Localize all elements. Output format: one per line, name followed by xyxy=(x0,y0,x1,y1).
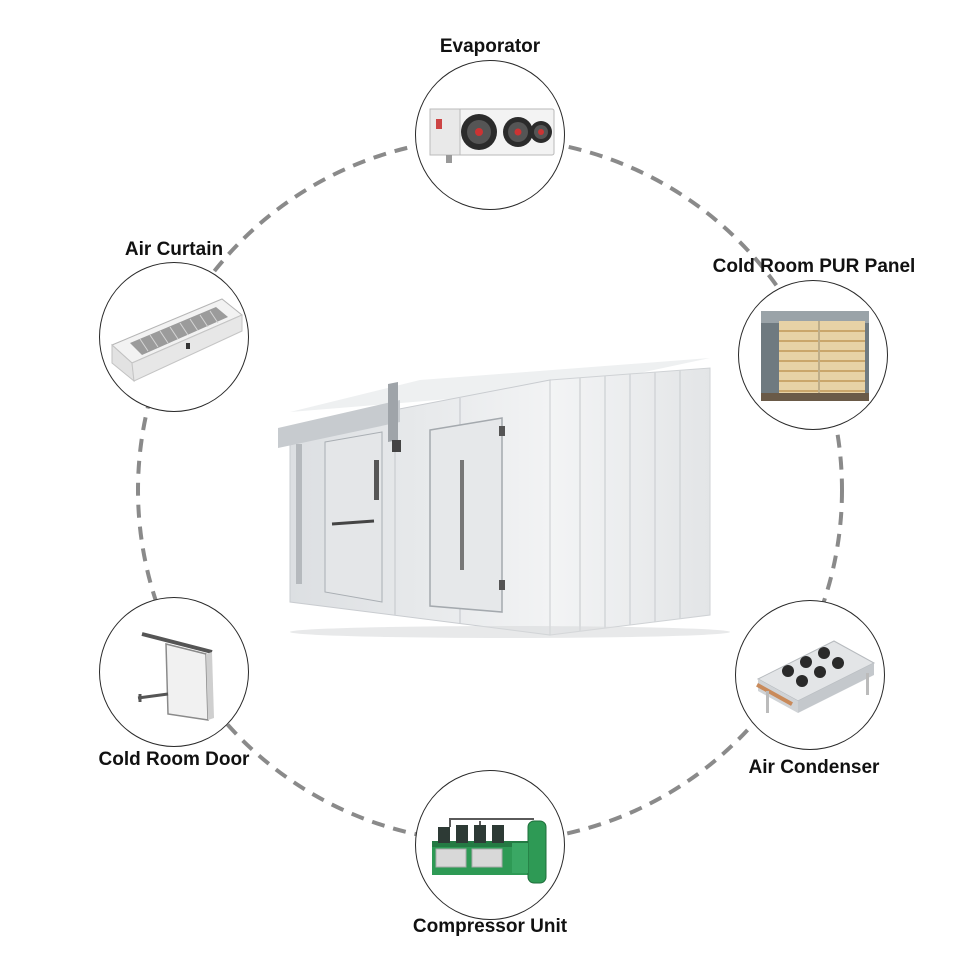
node-evaporator xyxy=(415,60,565,210)
evaporator-icon xyxy=(429,108,555,163)
label-air-condenser: Air Condenser xyxy=(748,757,880,778)
air-curtain-icon xyxy=(111,298,243,383)
air-condenser-icon xyxy=(756,640,876,713)
cold-room-icon xyxy=(278,358,730,638)
pur-panel-stack-icon xyxy=(761,311,869,401)
node-compressor xyxy=(415,770,565,920)
sliding-door-icon xyxy=(137,632,214,721)
node-air-curtain xyxy=(99,262,249,412)
label-pur-panel: Cold Room PUR Panel xyxy=(712,256,916,277)
node-pur-panel xyxy=(738,280,888,430)
label-compressor: Compressor Unit xyxy=(412,916,568,937)
label-air-curtain: Air Curtain xyxy=(124,239,224,260)
label-cold-room-door: Cold Room Door xyxy=(98,749,250,770)
compressor-unit-icon xyxy=(432,818,547,884)
node-cold-room-door xyxy=(99,597,249,747)
label-evaporator: Evaporator xyxy=(439,36,541,57)
node-air-condenser xyxy=(735,600,885,750)
